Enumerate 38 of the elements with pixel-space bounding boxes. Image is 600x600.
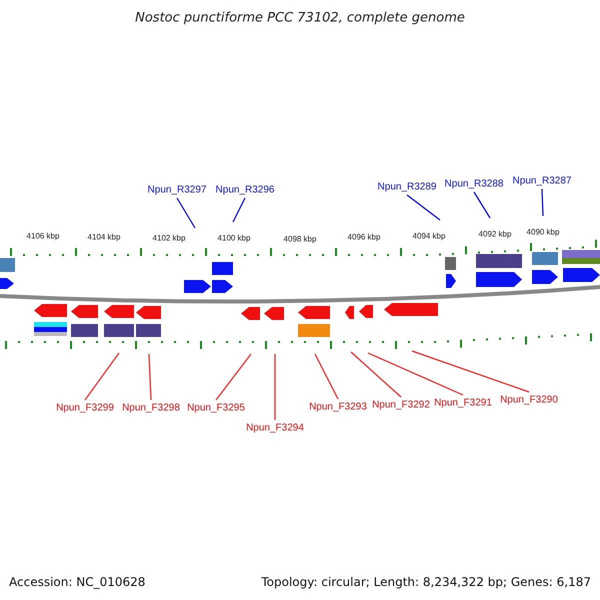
gene-label: Npun_F3295 <box>187 402 245 414</box>
scale-label: 4104 kbp <box>88 232 120 242</box>
diagram-title: Nostoc punctiforme PCC 73102, complete genome <box>135 10 465 26</box>
scale-label: 4102 kbp <box>152 234 186 242</box>
leader-line <box>274 354 276 420</box>
leader-line <box>314 354 339 400</box>
scale-label: 4098 kbp <box>284 234 316 244</box>
gene-label: Npun_F3290 <box>500 394 558 406</box>
gene-label: Npun_F3293 <box>309 402 367 412</box>
gene-label: Npun_R3297 <box>148 184 206 196</box>
gene-label: Npun_R3288 <box>444 178 504 190</box>
scale-label: 4106 kbp <box>26 232 60 240</box>
leader-line <box>541 188 544 216</box>
scale-label: 4092 kbp <box>478 230 512 238</box>
leader-line <box>473 192 491 218</box>
leader-line <box>232 198 246 222</box>
leader-line <box>412 350 530 393</box>
gene-label: Npun_R3296 <box>216 184 274 196</box>
leader-line <box>368 352 464 396</box>
leader-line <box>176 198 196 228</box>
genome-info-text: Topology: circular; Length: 8,234,322 bp; Genes: 6,187 <box>261 575 591 589</box>
leader-line <box>148 354 152 400</box>
leader-line <box>84 352 120 400</box>
gene-label: Npun_F3294 <box>246 422 304 434</box>
scale-label: 4100 kbp <box>218 234 250 242</box>
leader-line <box>350 352 402 398</box>
gene-label: Npun_R3289 <box>378 182 436 192</box>
gene-label: Npun_R3287 <box>512 176 572 186</box>
scale-label: 4090 kbp <box>526 228 560 236</box>
scale-label: 4094 kbp <box>412 232 446 240</box>
gene-label: Npun_F3292 <box>372 400 430 410</box>
scale-label: 4096 kbp <box>348 232 380 242</box>
gene-label: Npun_F3298 <box>122 402 180 414</box>
leader-line <box>406 194 440 220</box>
leader-line <box>216 354 252 400</box>
gene-label: Npun_F3291 <box>434 398 492 408</box>
accession-text: Accession: NC_010628 <box>9 575 146 589</box>
gene-label: Npun_F3299 <box>56 402 114 414</box>
